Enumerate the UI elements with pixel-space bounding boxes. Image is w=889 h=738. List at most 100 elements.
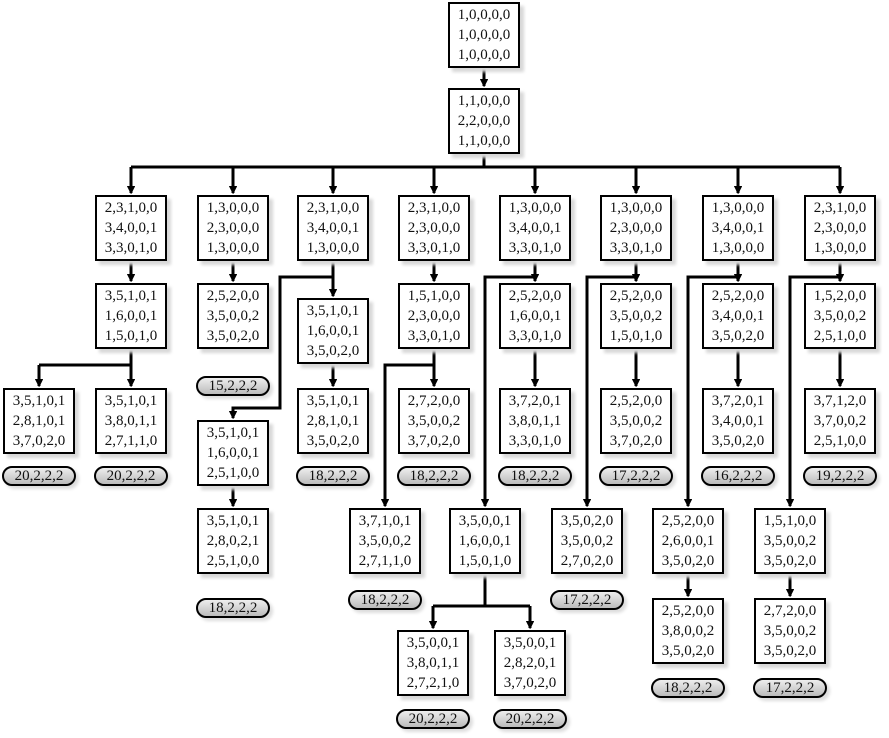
- state-row: 1,3,0,0,0: [813, 240, 867, 256]
- state-row: 1,3,0,0,0: [609, 200, 663, 216]
- result-badge: 19,2,2,2: [803, 466, 877, 486]
- edge-arrow: [233, 275, 333, 418]
- state-row: 2,8,1,0,1: [12, 413, 66, 429]
- result-badge: 16,2,2,2: [701, 466, 775, 486]
- state-row: 3,7,0,2,0: [407, 433, 461, 449]
- state-row: 1,0,0,0,0: [457, 47, 511, 63]
- state-row: 1,5,2,0,0: [813, 288, 867, 304]
- state-row: 3,3,0,1,0: [508, 328, 562, 344]
- state-row: 3,5,0,0,1: [406, 635, 460, 651]
- state-row: 3,5,0,2,0: [661, 643, 715, 659]
- state-row: 2,7,0,2,0: [560, 553, 614, 569]
- state-row: 2,3,0,0,0: [206, 220, 260, 236]
- state-row: 2,8,1,0,1: [306, 413, 360, 429]
- state-row: 3,7,1,0,1: [358, 513, 412, 529]
- state-row: 3,5,1,0,1: [104, 393, 158, 409]
- state-row: 2,6,0,0,1: [661, 533, 715, 549]
- result-badge: 18,2,2,2: [651, 678, 725, 698]
- state-row: 2,3,0,0,0: [407, 220, 461, 236]
- state-row: 3,3,0,1,0: [508, 240, 562, 256]
- state-row: 3,8,0,0,2: [661, 623, 715, 639]
- state-row: 3,4,0,0,1: [306, 220, 360, 236]
- state-row: 3,5,0,2,0: [306, 343, 360, 359]
- state-row: 1,1,0,0,0: [457, 133, 511, 149]
- state-row: 3,5,1,0,1: [12, 393, 66, 409]
- state-node-c7e: 2,5,2,0,0 3,8,0,0,2 3,5,0,2,0: [652, 598, 724, 664]
- state-row: 2,7,2,0,0: [407, 393, 461, 409]
- state-row: 3,5,0,0,1: [458, 513, 512, 529]
- state-row: 3,5,0,2,0: [763, 643, 817, 659]
- state-row: 3,5,0,0,2: [609, 413, 663, 429]
- state-row: 3,5,0,2,0: [661, 553, 715, 569]
- state-row: 3,5,0,2,0: [206, 328, 260, 344]
- state-row: 3,5,0,2,0: [711, 328, 765, 344]
- state-row: 2,3,0,0,0: [813, 220, 867, 236]
- state-row: 2,5,1,0,0: [206, 553, 260, 569]
- edge-arrow: [790, 275, 840, 506]
- state-row: 1,6,0,0,1: [306, 323, 360, 339]
- edge-arrow: [688, 275, 738, 506]
- state-row: 1,5,0,1,0: [609, 328, 663, 344]
- state-row: 2,5,1,0,0: [206, 465, 260, 481]
- state-row: 1,3,0,0,0: [508, 200, 562, 216]
- state-row: 1,3,0,0,0: [711, 200, 765, 216]
- state-row: 2,3,1,0,0: [407, 200, 461, 216]
- state-row: 3,5,1,0,1: [306, 393, 360, 409]
- state-row: 3,7,0,2,0: [503, 675, 557, 691]
- state-row: 2,3,0,0,0: [407, 308, 461, 324]
- state-row: 2,5,1,0,0: [813, 328, 867, 344]
- state-row: 3,7,0,2,0: [12, 433, 66, 449]
- result-badge: 20,2,2,2: [493, 709, 567, 729]
- result-badge: 17,2,2,2: [599, 466, 673, 486]
- result-badge: 20,2,2,2: [2, 466, 76, 486]
- state-row: 2,3,0,0,0: [609, 220, 663, 236]
- state-row: 1,6,0,0,1: [206, 445, 260, 461]
- result-badge: 15,2,2,2: [196, 376, 270, 396]
- state-node-c4b: 1,5,1,0,0 2,3,0,0,0 3,3,0,1,0: [398, 283, 470, 349]
- state-node-c5d: 3,5,0,0,1 1,6,0,0,1 1,5,0,1,0: [449, 508, 521, 574]
- state-row: 3,5,0,0,2: [560, 533, 614, 549]
- state-row: 2,8,2,0,1: [503, 655, 557, 671]
- result-badge: 18,2,2,2: [348, 590, 422, 610]
- state-row: 3,4,0,0,1: [711, 413, 765, 429]
- state-row: 2,5,2,0,0: [661, 603, 715, 619]
- result-badge: 20,2,2,2: [396, 709, 470, 729]
- state-row: 2,7,1,1,0: [104, 433, 158, 449]
- state-row: 2,7,2,0,0: [763, 603, 817, 619]
- state-row: 1,0,0,0,0: [457, 7, 511, 23]
- state-row: 2,5,2,0,0: [661, 513, 715, 529]
- state-row: 3,7,2,0,1: [508, 393, 562, 409]
- state-row: 3,3,0,1,0: [407, 328, 461, 344]
- state-row: 3,5,0,0,2: [407, 413, 461, 429]
- state-row: 1,6,0,0,1: [458, 533, 512, 549]
- state-row: 1,5,0,1,0: [458, 553, 512, 569]
- state-row: 1,3,0,0,0: [206, 200, 260, 216]
- state-node-c1c1: 3,5,1,0,1 2,8,1,0,1 3,7,0,2,0: [3, 388, 75, 454]
- state-row: 3,3,0,1,0: [508, 433, 562, 449]
- state-row: 3,7,2,0,1: [711, 393, 765, 409]
- state-row: 1,3,0,0,0: [306, 240, 360, 256]
- state-row: 1,5,1,0,0: [407, 288, 461, 304]
- result-badge: 18,2,2,2: [397, 466, 471, 486]
- state-row: 3,5,1,0,1: [206, 513, 260, 529]
- edge-arrow: [385, 363, 434, 506]
